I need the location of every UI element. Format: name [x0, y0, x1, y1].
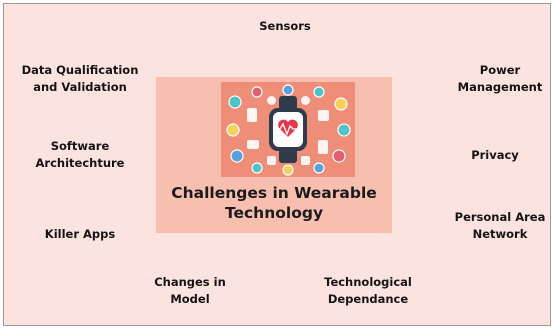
node-data-qualification-line2: and Validation: [33, 80, 127, 94]
center-title-line2: Technology: [224, 204, 324, 222]
node-personal-area-network: Personal Area Network: [445, 209, 555, 243]
node-data-qualification-line1: Data Qualification: [21, 63, 139, 77]
node-software-architecture: Software Architechture: [25, 138, 135, 172]
node-changes-in-model-line1: Changes in: [154, 275, 226, 289]
node-privacy-line1: Privacy: [471, 148, 519, 162]
node-privacy: Privacy: [455, 147, 535, 164]
node-technological-dependance-line1: Technological: [324, 275, 412, 289]
center-title-line1: Challenges in Wearable: [171, 184, 377, 202]
node-killer-apps: Killer Apps: [30, 226, 130, 243]
node-sensors: Sensors: [250, 18, 320, 35]
node-data-qualification: Data Qualification and Validation: [10, 62, 150, 96]
node-personal-area-network-line2: Network: [472, 227, 528, 241]
node-software-architecture-line1: Software: [50, 139, 110, 153]
node-sensors-line1: Sensors: [259, 19, 311, 33]
node-technological-dependance-line2: Dependance: [327, 292, 409, 306]
node-personal-area-network-line1: Personal Area: [454, 210, 546, 224]
node-power-management: Power Management: [450, 62, 550, 96]
node-changes-in-model-line2: Model: [170, 292, 210, 306]
wearable-devices-collage-icon: [221, 82, 355, 177]
node-power-management-line2: Management: [457, 80, 543, 94]
node-technological-dependance: Technological Dependance: [308, 274, 428, 308]
center-box: Challenges in Wearable Technology: [156, 77, 392, 233]
center-title: Challenges in Wearable Technology: [156, 183, 392, 223]
node-power-management-line1: Power: [479, 63, 521, 77]
node-changes-in-model: Changes in Model: [140, 274, 240, 308]
node-software-architecture-line2: Architechture: [35, 156, 125, 170]
node-killer-apps-line1: Killer Apps: [44, 227, 116, 241]
